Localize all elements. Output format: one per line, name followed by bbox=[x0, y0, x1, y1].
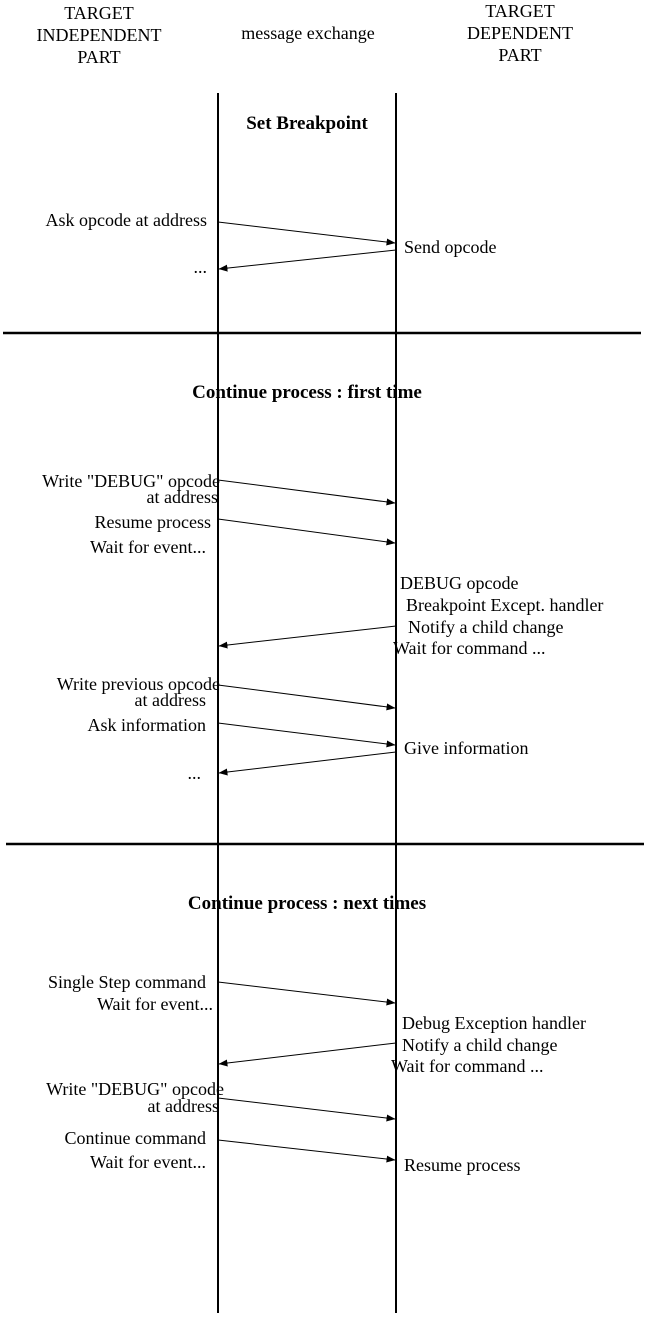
message-exchange-label: message exchange bbox=[241, 23, 375, 43]
header-line: PART bbox=[77, 47, 121, 67]
label-give-information: Give information bbox=[404, 738, 529, 758]
label-ellipsis: ... bbox=[193, 257, 208, 277]
arrow-notify-child-change-1 bbox=[218, 625, 397, 649]
header-line: TARGET bbox=[64, 3, 134, 23]
label-notify-child-change: Notify a child change bbox=[408, 617, 564, 637]
label-continue-command: Continue command bbox=[64, 1128, 206, 1148]
label-wait-for-command: Wait for command ... bbox=[393, 638, 546, 658]
label-ask-information: Ask information bbox=[87, 715, 207, 735]
column-header-right: TARGET DEPENDENT PART bbox=[430, 0, 610, 66]
section-title-set-breakpoint: Set Breakpoint bbox=[246, 113, 368, 134]
label-debug-opcode: DEBUG opcode bbox=[400, 573, 519, 593]
label-wait-for-event: Wait for event... bbox=[89, 537, 206, 557]
label-wait-for-event: Wait for event... bbox=[89, 1152, 206, 1172]
section-title-first-time: Continue process : first time bbox=[192, 382, 422, 403]
label-wait-for-command: Wait for command ... bbox=[391, 1056, 544, 1076]
section-title-next-times: Continue process : next times bbox=[187, 893, 427, 914]
header-line: PART bbox=[498, 45, 542, 65]
label-wait-for-event: Wait for event... bbox=[96, 994, 213, 1014]
label-single-step-command: Single Step command bbox=[48, 972, 206, 992]
label-write-debug-opcode: Write "DEBUG" opcode bbox=[42, 471, 220, 491]
arrow-resume-process bbox=[217, 518, 396, 546]
arrow-write-debug-opcode-2 bbox=[217, 1097, 396, 1122]
label-notify-child-change: Notify a child change bbox=[402, 1035, 558, 1055]
arrow-send-opcode bbox=[218, 249, 397, 272]
header-line: TARGET bbox=[485, 1, 555, 21]
arrow-ask-opcode bbox=[217, 221, 396, 246]
arrow-write-previous-opcode bbox=[217, 684, 396, 711]
arrow-ask-information bbox=[217, 722, 396, 748]
arrow-continue-command bbox=[217, 1139, 396, 1163]
arrow-write-debug-opcode bbox=[217, 479, 396, 506]
label-write-previous-opcode: Write previous opcode bbox=[56, 674, 220, 694]
label-ellipsis: ... bbox=[187, 763, 202, 783]
label-breakpoint-except-handler: Breakpoint Except. handler bbox=[406, 595, 604, 615]
header-line: INDEPENDENT bbox=[36, 25, 162, 45]
label-at-address: at address bbox=[147, 1096, 219, 1116]
label-at-address: at address bbox=[146, 487, 218, 507]
header-line: DEPENDENT bbox=[467, 23, 573, 43]
arrow-give-information bbox=[218, 751, 397, 776]
label-send-opcode: Send opcode bbox=[404, 237, 497, 257]
label-resume-process: Resume process bbox=[94, 512, 211, 532]
column-header-left: TARGET INDEPENDENT PART bbox=[9, 2, 189, 68]
label-at-address: at address bbox=[134, 690, 206, 710]
arrow-single-step-command bbox=[217, 981, 396, 1006]
label-write-debug-opcode: Write "DEBUG" opcode bbox=[46, 1079, 224, 1099]
label-debug-exception-handler: Debug Exception handler bbox=[402, 1013, 586, 1033]
label-resume-process: Resume process bbox=[404, 1155, 521, 1175]
column-header-center: message exchange bbox=[208, 22, 408, 44]
arrow-notify-child-change-2 bbox=[218, 1042, 397, 1067]
label-ask-opcode-at-address: Ask opcode at address bbox=[45, 210, 207, 230]
